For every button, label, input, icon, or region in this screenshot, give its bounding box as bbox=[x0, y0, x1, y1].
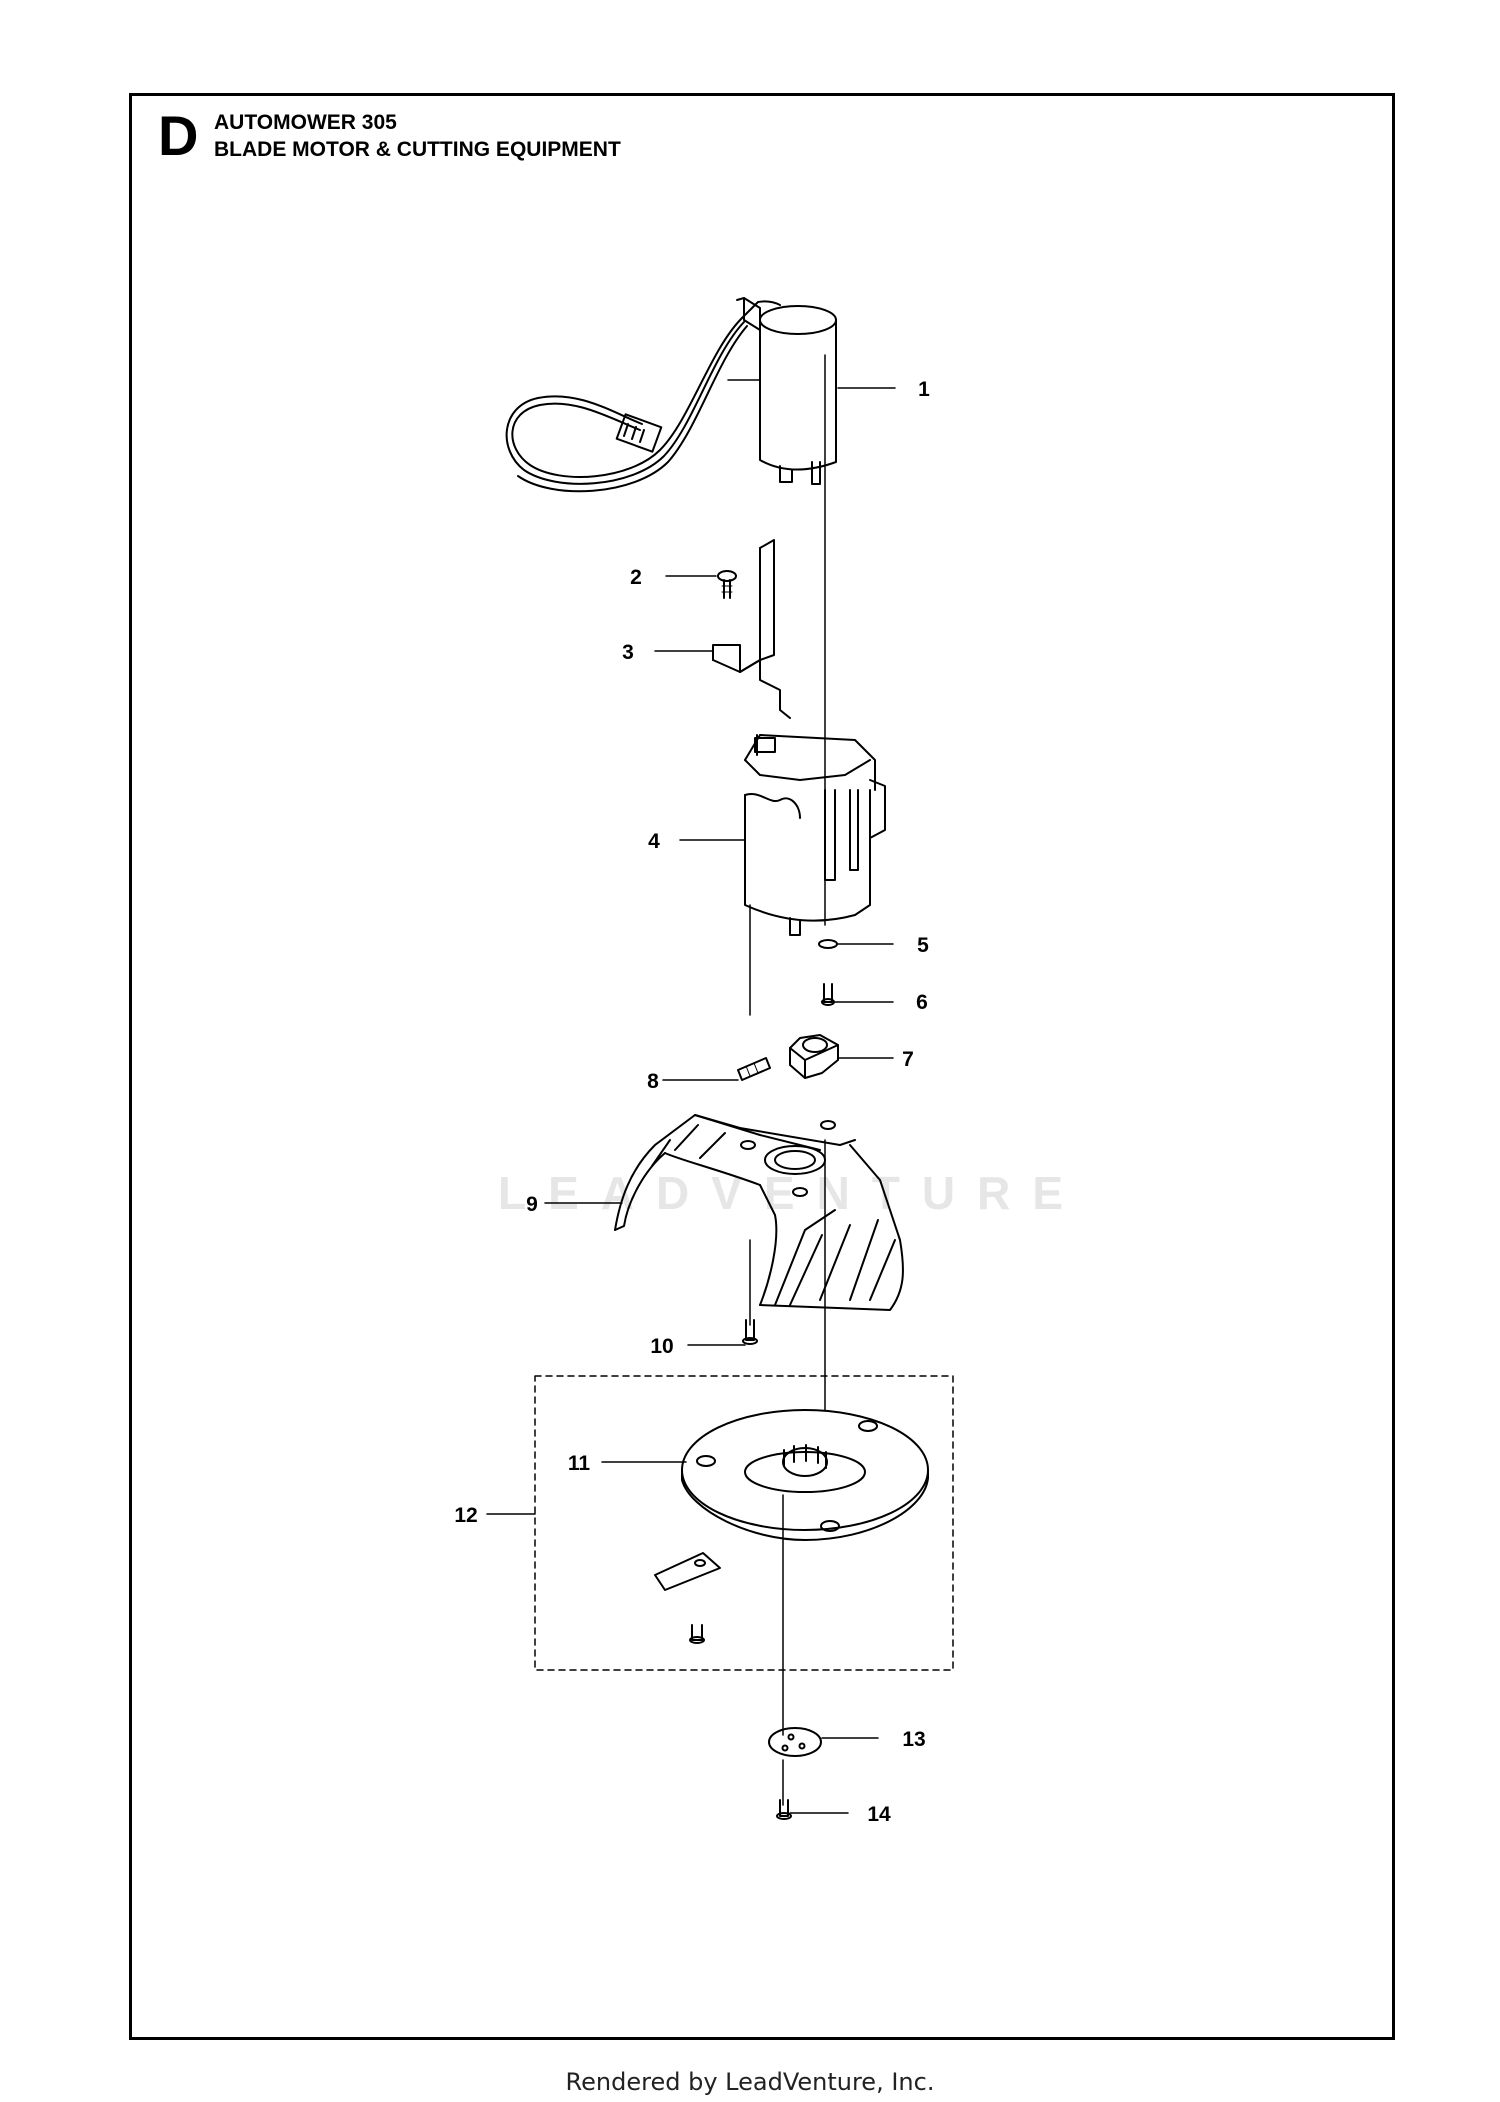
blade-disc bbox=[681, 1409, 929, 1541]
callout-12: 12 bbox=[454, 1504, 477, 1527]
callout-1: 1 bbox=[918, 378, 930, 401]
blade-motor bbox=[505, 297, 837, 493]
kit-box-part-12 bbox=[534, 1375, 954, 1671]
washer-part-5 bbox=[818, 939, 838, 949]
hub-part-7 bbox=[789, 1034, 839, 1079]
callout-4: 4 bbox=[648, 830, 660, 853]
section-letter: D bbox=[158, 104, 199, 167]
callout-14: 14 bbox=[867, 1803, 891, 1826]
cover-plate bbox=[768, 1727, 822, 1757]
motor-housing bbox=[744, 734, 886, 936]
footer-credit: Rendered by LeadVenture, Inc. bbox=[565, 2068, 935, 2096]
callout-11: 11 bbox=[568, 1452, 591, 1475]
callout-10: 10 bbox=[650, 1335, 673, 1358]
callout-9: 9 bbox=[526, 1193, 538, 1216]
callout-7: 7 bbox=[902, 1048, 914, 1071]
callout-5: 5 bbox=[917, 934, 929, 957]
callout-2: 2 bbox=[630, 566, 642, 589]
screw-part-10 bbox=[742, 1319, 758, 1345]
diagram-frame bbox=[129, 93, 1395, 2040]
bracket-part-3 bbox=[712, 539, 791, 719]
section-subtitle: BLADE MOTOR & CUTTING EQUIPMENT bbox=[214, 138, 621, 161]
screw-part-2 bbox=[717, 570, 737, 599]
callout-6: 6 bbox=[916, 991, 928, 1014]
callout-3: 3 bbox=[622, 641, 634, 664]
cutting-blade bbox=[654, 1552, 721, 1644]
grub-screw-part-8 bbox=[737, 1057, 771, 1081]
blade-guard bbox=[614, 1114, 904, 1311]
screw-part-6 bbox=[821, 983, 835, 1006]
callout-13: 13 bbox=[902, 1728, 925, 1751]
watermark: LEADVENTURE bbox=[498, 1167, 1086, 1219]
model-title: AUTOMOWER 305 bbox=[214, 111, 397, 134]
screw-part-14 bbox=[776, 1799, 792, 1820]
callout-8: 8 bbox=[647, 1070, 659, 1093]
